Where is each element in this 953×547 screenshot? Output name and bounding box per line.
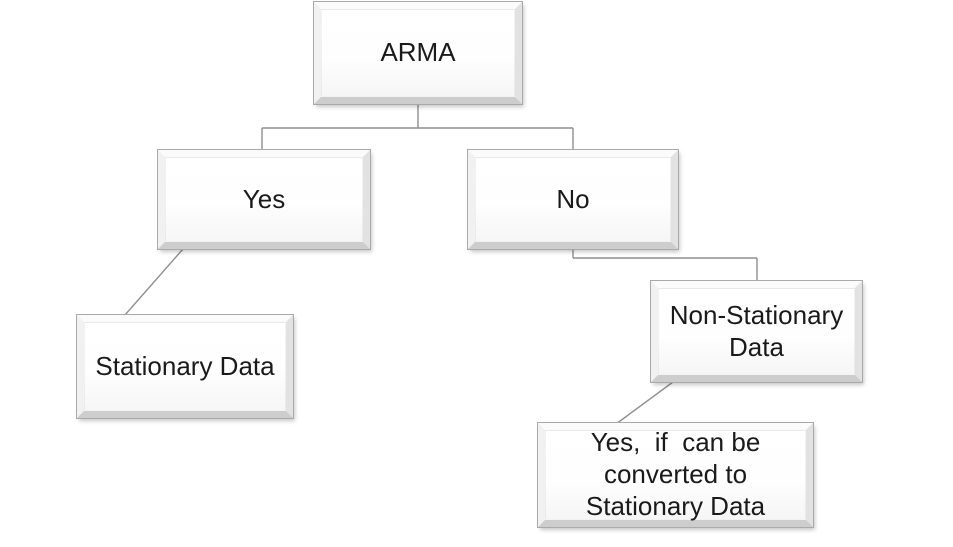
node-yes: Yes (158, 150, 370, 249)
node-converted-to-stationary: Yes, if can be converted to Stationary D… (538, 423, 813, 527)
node-yes-face: Yes (165, 157, 363, 242)
node-stationary-data: Stationary Data (77, 315, 293, 418)
node-no-face: No (475, 157, 671, 242)
node-stationary-data-face: Stationary Data (84, 322, 286, 411)
node-arma-face: ARMA (321, 9, 515, 97)
node-stationary-data-label: Stationary Data (95, 350, 275, 381)
node-non-stationary-data-label: Non-Stationary Data (669, 299, 844, 362)
connector-nonstationary-to-converted-diagonal (615, 381, 674, 425)
connector-yes-to-stationary-diagonal (124, 248, 184, 316)
node-yes-label: Yes (242, 183, 286, 214)
node-non-stationary-data-face: Non-Stationary Data (658, 288, 855, 375)
node-non-stationary-data: Non-Stationary Data (651, 281, 862, 382)
node-no-label: No (556, 183, 590, 214)
node-arma-label: ARMA (380, 37, 456, 68)
node-no: No (468, 150, 678, 249)
node-converted-to-stationary-label: Yes, if can be converted to Stationary D… (585, 427, 766, 521)
node-arma: ARMA (314, 2, 522, 104)
node-converted-to-stationary-face: Yes, if can be converted to Stationary D… (545, 427, 806, 521)
